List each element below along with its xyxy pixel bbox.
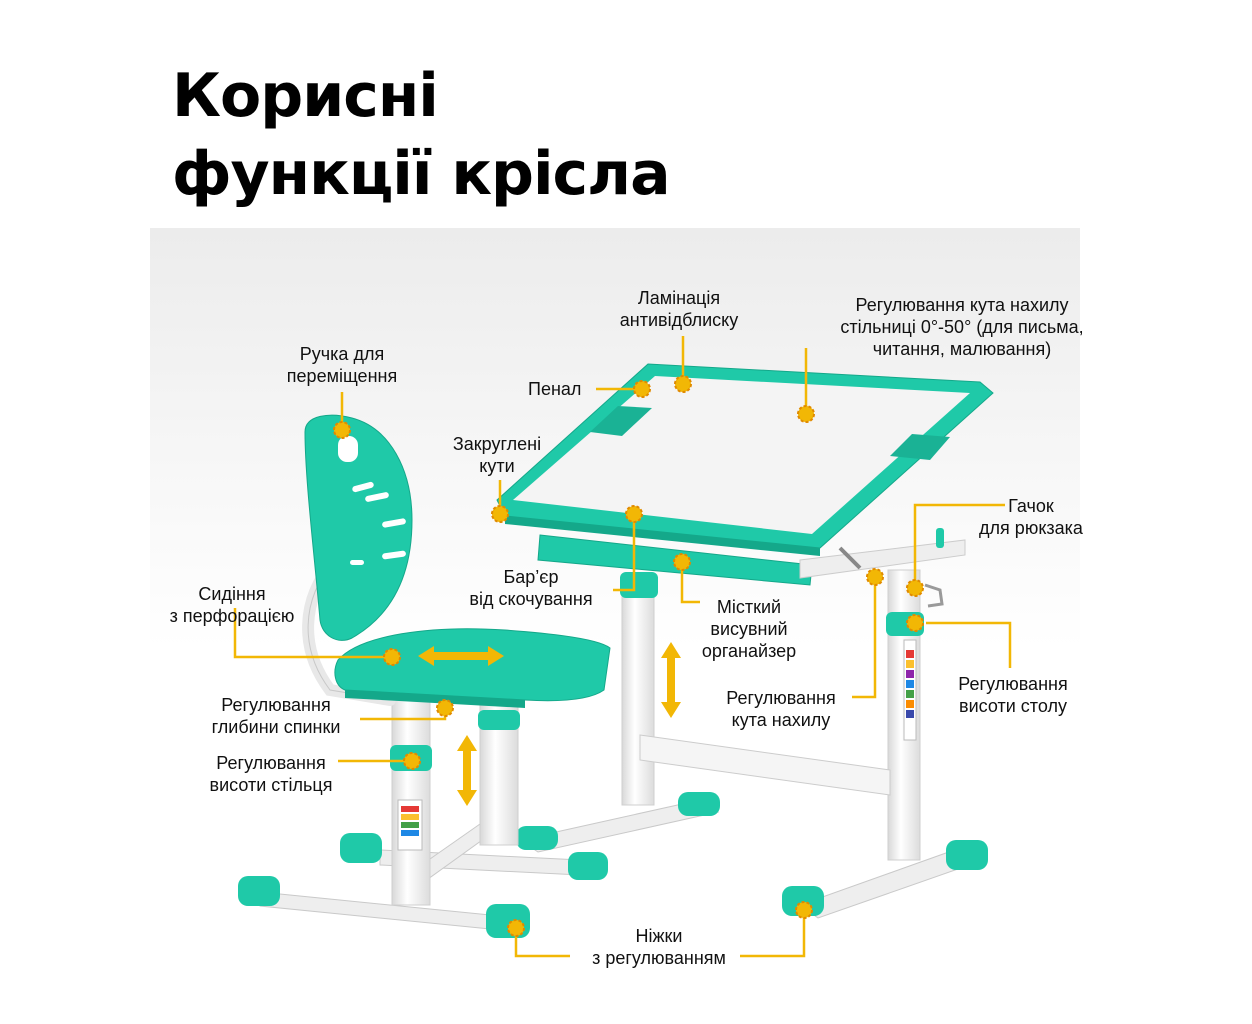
chair-foot-cap	[238, 876, 280, 906]
chair	[238, 414, 611, 938]
seat-depth-arrow	[418, 646, 504, 666]
marker-organizer	[673, 553, 691, 571]
chair-foot-cap	[486, 904, 530, 938]
desk	[496, 363, 994, 919]
marker-legs-chair	[507, 919, 525, 937]
marker-seat	[383, 648, 401, 666]
marker-barrier	[625, 505, 643, 523]
marker-rounded-corners	[491, 505, 509, 523]
chair-height-arrow	[457, 735, 477, 806]
page-title-line2: функції крісла	[172, 139, 671, 209]
markers	[333, 375, 924, 937]
desk-foot-cap	[678, 792, 720, 816]
marker-hook	[906, 579, 924, 597]
desk-foot-cap	[516, 826, 558, 850]
marker-lamination	[674, 375, 692, 393]
marker-back-depth	[436, 699, 454, 717]
desk-foot-cap	[946, 840, 988, 870]
marker-legs-desk	[795, 901, 813, 919]
desk-height-arrow	[661, 642, 681, 718]
desk-foot-cap	[782, 886, 824, 916]
marker-desk-height	[906, 614, 924, 632]
leader-lines	[233, 336, 1012, 958]
chair-foot-cap	[340, 833, 382, 863]
marker-tilt-top	[797, 405, 815, 423]
marker-handle	[333, 421, 351, 439]
marker-chair-height	[403, 752, 421, 770]
chair-foot-cap	[568, 852, 608, 880]
marker-tilt-angle	[866, 568, 884, 586]
page-title-line1: Корисні	[172, 61, 439, 131]
label-pencil-case: Пенал	[528, 379, 582, 399]
adjust-arrows	[418, 642, 681, 806]
marker-pencil-case	[633, 380, 651, 398]
